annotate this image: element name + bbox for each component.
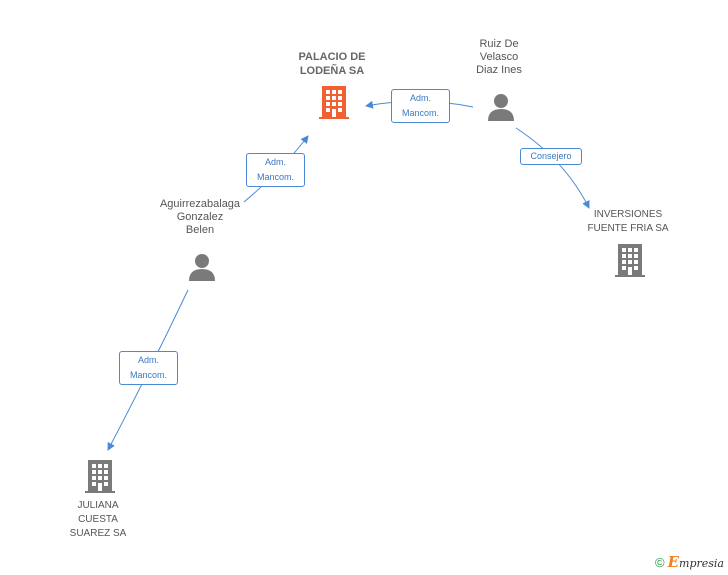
node-aguirre-label: Aguirrezabalaga Gonzalez Belen — [146, 198, 254, 237]
node-inversiones-label: INVERSIONES FUENTE FRIA SA — [578, 208, 678, 236]
node-juliana-line: SUAREZ SA — [69, 528, 127, 539]
edge-label-line: Adm. — [409, 93, 431, 103]
edge-label-aguirre-palacio[interactable]: Adm. Mancom. — [246, 153, 305, 187]
node-ruiz-line: Ruiz De — [479, 38, 519, 50]
node-aguirre-line: Belen — [185, 224, 215, 236]
edge-label-line: Mancom. — [256, 172, 294, 182]
node-inversiones-line: INVERSIONES — [593, 209, 663, 220]
node-aguirre-line: Gonzalez — [176, 211, 224, 223]
node-juliana-line: CUESTA — [78, 514, 118, 525]
edge-label-ruiz-inversiones[interactable]: Consejero — [520, 148, 582, 165]
node-ruiz-line: Velasco — [479, 51, 519, 63]
node-juliana-line: JULIANA — [77, 500, 119, 511]
edge-label-line: Mancom. — [401, 108, 439, 118]
edge-label-aguirre-juliana[interactable]: Adm. Mancom. — [119, 351, 178, 385]
node-palacio-label: PALACIO DE LODEÑA SA — [282, 50, 382, 78]
brand-rest: mpresia — [679, 557, 724, 570]
edge-label-line: Mancom. — [129, 370, 167, 380]
person-icon[interactable] — [187, 252, 217, 282]
edge-label-ruiz-palacio[interactable]: Adm. Mancom. — [391, 89, 450, 123]
person-icon[interactable] — [486, 92, 516, 122]
building-icon[interactable] — [318, 84, 352, 120]
node-ruiz-line: Diaz Ines — [476, 64, 522, 76]
edge-label-line: Consejero — [530, 151, 572, 161]
node-palacio-line: LODEÑA SA — [299, 65, 365, 77]
brand-logo: Empresia — [668, 553, 724, 571]
building-icon[interactable] — [84, 458, 118, 494]
copyright-symbol: © — [655, 555, 665, 570]
edge-label-line: Adm. — [137, 355, 159, 365]
node-palacio-line: PALACIO DE — [298, 51, 366, 63]
node-aguirre-line: Aguirrezabalaga — [159, 198, 241, 210]
edge-ruiz-inversiones — [515, 127, 590, 209]
empresia-watermark: ©Empresia — [655, 553, 724, 571]
building-icon[interactable] — [614, 242, 648, 278]
edge-label-line: Adm. — [264, 157, 286, 167]
brand-initial: E — [667, 553, 680, 571]
node-inversiones-line: FUENTE FRIA SA — [587, 223, 669, 234]
node-juliana-label: JULIANA CUESTA SUAREZ SA — [50, 499, 146, 541]
node-ruiz-label: Ruiz De Velasco Diaz Ines — [458, 38, 540, 77]
